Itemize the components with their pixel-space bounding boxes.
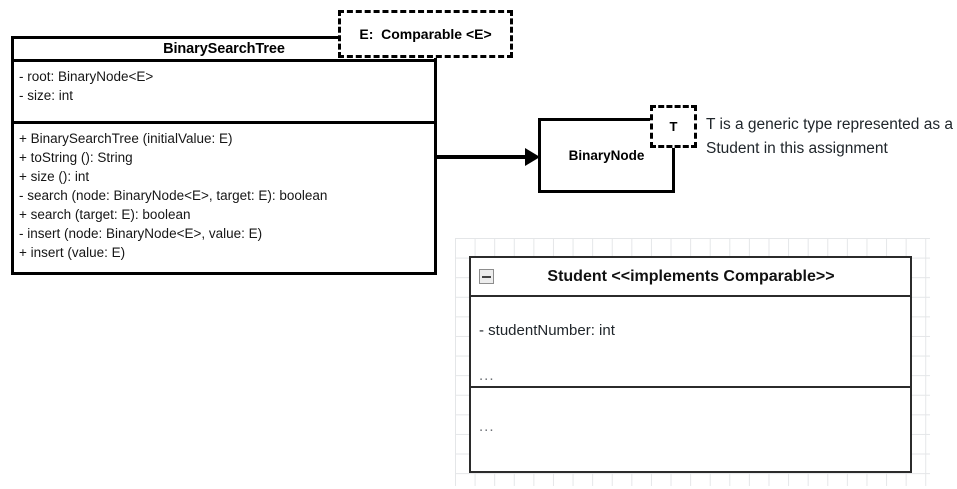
operation-row: - search (node: BinaryNode<E>, target: E…: [19, 188, 328, 203]
class-box-student[interactable]: Student <<implements Comparable>> - stud…: [469, 256, 912, 473]
class-box-binarysearchtree[interactable]: BinarySearchTree - root: BinaryNode<E> -…: [11, 36, 437, 275]
attribute-row: - size: int: [19, 88, 74, 103]
minus-square-icon[interactable]: [479, 269, 494, 284]
operation-row: + BinarySearchTree (initialValue: E): [19, 131, 233, 146]
attributes-compartment-student: - studentNumber: int ...: [471, 297, 910, 388]
operation-row: + toString (): String: [19, 150, 133, 165]
attribute-row: - studentNumber: int: [479, 322, 615, 339]
class-name-student: Student <<implements Comparable>>: [547, 267, 835, 285]
generic-parameter-label-e: E: Comparable <E>: [359, 26, 492, 42]
operation-row: + search (target: E): boolean: [19, 207, 191, 222]
operations-compartment-binarysearchtree: + BinarySearchTree (initialValue: E) + t…: [14, 124, 434, 272]
class-name-binarynode: BinaryNode: [568, 148, 645, 163]
association-arrow-head-icon: [525, 148, 540, 166]
attribute-row-ellipsis: ...: [479, 367, 495, 384]
annotation-text-generic-type: T is a generic type represented as a Stu…: [706, 116, 953, 157]
attribute-row: - root: BinaryNode<E>: [19, 69, 154, 84]
class-name-binarysearchtree: BinarySearchTree: [163, 41, 285, 57]
generic-parameter-box-binarysearchtree: E: Comparable <E>: [338, 10, 513, 58]
operation-row-compareto: + compareTo(Student): int<<overridden>>: [479, 449, 910, 489]
class-name-compartment-binarysearchtree: BinarySearchTree: [14, 39, 434, 62]
attributes-compartment-binarysearchtree: - root: BinaryNode<E> - size: int: [14, 62, 434, 124]
operations-compartment-student: ... + compareTo(Student): int<<overridde…: [471, 388, 910, 471]
operation-row-ellipsis: ...: [479, 418, 495, 435]
generic-parameter-box-binarynode: T: [650, 105, 697, 148]
operation-row: + size (): int: [19, 169, 90, 184]
association-arrow-line: [437, 155, 532, 159]
operation-row: + insert (value: E): [19, 245, 126, 260]
operation-row: - insert (node: BinaryNode<E>, value: E): [19, 226, 263, 241]
minus-bar: [482, 275, 491, 278]
class-name-compartment-student: Student <<implements Comparable>>: [471, 258, 910, 297]
generic-parameter-label-t: T: [669, 119, 678, 134]
